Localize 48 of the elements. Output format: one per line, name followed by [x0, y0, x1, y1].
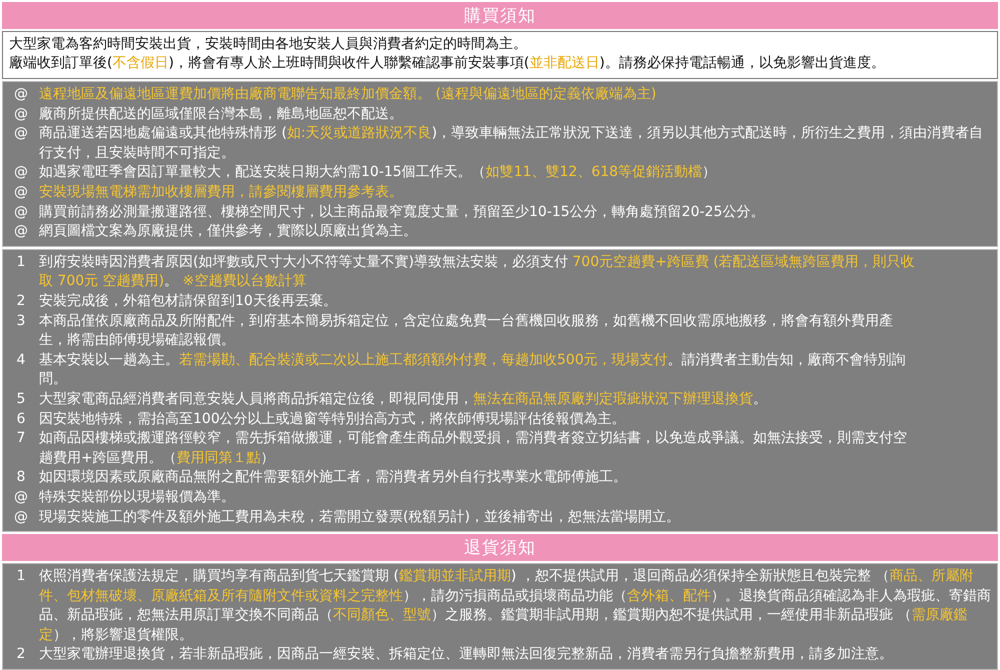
- list-item-text: 大型家電商品經消費者同意安裝人員將商品拆箱定位後，即視同使用，無法在商品無原廠判定瑕疵狀況下辦理退換貨。: [39, 390, 768, 409]
- list-item-text: 網頁圖檔文案為原廠提供，僅供參考，實際以原廠出貨為主。: [39, 222, 418, 242]
- list-item-text: 本商品僅依原廠商品及所附配件，到府基本簡易拆箱定位，含定位處免費一台舊機回收服務，如舊機不回收需原地搬移，將會有額外費用產生，將需由師傅現場確認報價。: [39, 312, 894, 350]
- list-marker: 3: [16, 312, 26, 331]
- list-item-text: 安裝完成後，外箱包材請保留到10天後再丟棄。: [39, 292, 338, 312]
- notice-text: 廠端收到訂單後(不含假日)，將會有專人於上班時間與收件人聯繫確認事前安裝事項(並非配送日)。請務必保持電話暢通，以免影響出貨進度。: [9, 55, 885, 72]
- list-marker: @: [13, 183, 29, 202]
- list-item-text: 依照消費者保護法規定，購買均享有商品到貨七天鑑賞期 (鑑賞期並非試用期) ，恕不提供試用，退回商品必須保持全新狀態且包裝完整 （商品、所屬附件、包材無破壞、原廠紙箱及所有隨附文件或資料之完整性），請勿污損商品或損壞商品功能（含外箱、配件）。退換貨商品須確認為非人為瑕疵、寄錯商品、新品瑕疵，恕無法用原訂單交換不同商品（不同顏色、型號）之服務。鑑賞期非試用期，鑑賞期內恕不提供試用，一經使用非新品瑕疵 （需原廠鑑定），將影響退貨權限。: [39, 567, 991, 645]
- list-marker: @: [13, 124, 29, 144]
- list-item-text: 商品運送若因地處偏遠或其他特殊情形 (如:天災或道路狀況不良)，導致車輛無法正常狀況下送達，須另以其他方式配送時，所衍生之費用，須由消費者自行支付，且安裝時間不可指定。: [39, 124, 984, 163]
- list-item-text: 遠程地區及偏遠地區運費加價將由廠商電聯告知最終加價金額。 (遠程與偏遠地區的定義依廠端為主): [39, 85, 658, 104]
- list-item-text: 到府安裝時因消費者原因(如坪數或尺寸大小不符等丈量不實)導致無法安裝，必須支付 700元空趟費+跨區費 (若配送區域無跨區費用，則只收取 700元 空趟費用)。 ※空趟費以台數計算: [39, 252, 916, 292]
- section-title: 購買須知: [464, 4, 536, 27]
- list-marker: 6: [16, 410, 26, 429]
- list-marker: @: [13, 508, 29, 527]
- section-header-band: [2, 2, 998, 29]
- list-item-text: 如遇家電旺季會因訂單量較大，配送安裝日期大約需10-15個工作天。（如雙11、雙12、618等促銷活動檔）: [39, 163, 718, 182]
- list-item-text: 如因環境因素或原廠商品無附之配件需要額外施工者，需消費者另外自行找專業水電師傅施工。: [39, 468, 628, 488]
- section-title: 退貨須知: [464, 537, 536, 560]
- list-marker: @: [13, 104, 29, 124]
- list-marker: 1: [16, 252, 26, 272]
- list-marker: @: [13, 163, 29, 182]
- list-marker: @: [13, 85, 29, 104]
- list-marker: 8: [16, 468, 26, 488]
- list-item-text: 如商品因樓梯或搬運路徑較窄，需先拆箱做搬運，可能會產生商品外觀受損，需消費者簽立切結書，以免造成爭議。如無法接受，則需支付空趟費用+跨區費用。（費用同第１點）: [39, 429, 908, 468]
- list-marker: 2: [16, 292, 26, 312]
- list-marker: 4: [16, 350, 26, 370]
- list-item-text: 因安裝地特殊，需抬高至100公分以上或過窗等特別抬高方式，將依師傅現場評估後報價為主。: [39, 410, 627, 429]
- list-item-text: 特殊安裝部份以現場報價為準。: [39, 488, 236, 507]
- list-marker: 1: [16, 567, 26, 586]
- list-item-text: 基本安裝以一趟為主。若需場勘、配合裝潢或二次以上施工都須額外付費，每趟加收500元，現場支付。請消費者主動告知，廠商不會特別詢問。: [39, 350, 907, 390]
- notice-panel: [2, 563, 998, 670]
- list-item-text: 大型家電辦理退換貨，若非新品瑕疵，因商品一經安裝、拆箱定位、運轉即無法回復完整新品，消費者需另行負擔整新費用，請多加注意。: [39, 645, 894, 664]
- notice-panel: [2, 30, 998, 80]
- section-header-band: [2, 534, 998, 562]
- list-item-text: 現場安裝施工的零件及額外施工費用為未稅，若需開立發票(稅額另計)，並後補寄出，恕無法當場開立。: [39, 508, 681, 527]
- list-marker: 5: [16, 390, 26, 409]
- list-marker: 7: [16, 429, 26, 448]
- list-marker: @: [13, 488, 29, 507]
- list-marker: @: [13, 222, 29, 242]
- list-marker: @: [13, 202, 29, 222]
- list-marker: 2: [16, 645, 26, 664]
- list-item-text: 安裝現場無電梯需加收樓層費用，請參閱樓層費用參考表。: [39, 183, 404, 202]
- notice-panel: [2, 248, 998, 532]
- list-item-text: 購買前請務必測量搬運路徑、樓梯空間尺寸，以主商品最窄寬度丈量，預留至少10-15公分，轉角處預留20-25公分。: [39, 202, 766, 222]
- notice-panel: [2, 81, 998, 247]
- list-item-text: 廠商所提供配送的區域僅限台灣本島，離島地區恕不配送。: [39, 104, 404, 124]
- notice-text: 大型家電為客約時間安裝出貨，安裝時間由各地安裝人員與消費者約定的時間為主。: [9, 36, 527, 52]
